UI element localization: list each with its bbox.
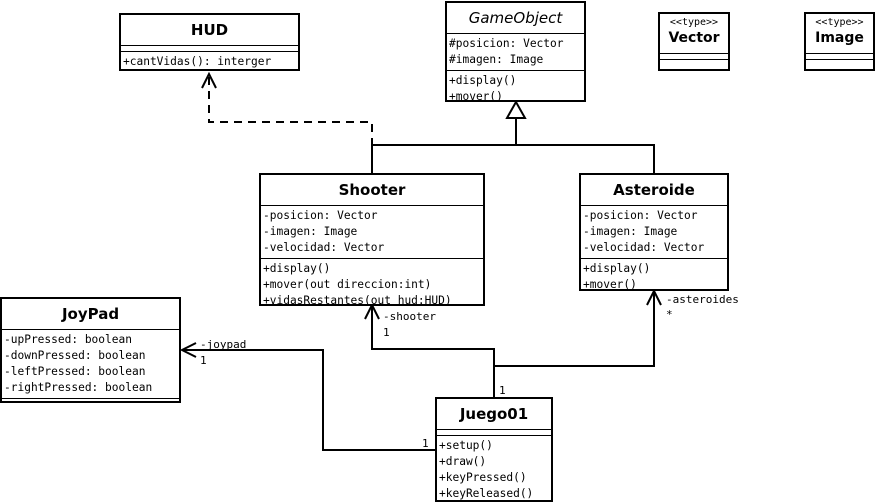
class-gameobject[interactable]: GameObject #posicion: Vector #imagen: Im… bbox=[445, 1, 586, 103]
class-name: HUD bbox=[190, 21, 229, 39]
stereotype: <<type>> bbox=[815, 17, 864, 28]
attribute: -rightPressed: boolean bbox=[4, 381, 153, 394]
class-vector[interactable]: <<type>> Vector bbox=[658, 12, 730, 71]
dependency-arrowhead bbox=[201, 71, 217, 89]
method: +display() bbox=[263, 262, 331, 275]
joypad-multiplicity: 1 bbox=[200, 354, 207, 367]
attribute: -posicion: Vector bbox=[263, 209, 378, 222]
juego-top-multiplicity: 1 bbox=[499, 384, 506, 397]
generalization-shooter bbox=[371, 144, 516, 174]
shooter-role-label: -shooter bbox=[383, 310, 436, 323]
method: +cantVidas(): interger bbox=[123, 55, 272, 68]
attribute-section bbox=[660, 53, 728, 59]
method-section bbox=[660, 59, 728, 65]
class-name: Image bbox=[815, 30, 864, 46]
attribute: -imagen: Image bbox=[263, 225, 358, 238]
association-juego-joypad bbox=[182, 349, 436, 451]
association-joypad-arrowhead bbox=[179, 342, 197, 358]
attribute: -downPressed: boolean bbox=[4, 349, 146, 362]
juego-left-multiplicity: 1 bbox=[422, 437, 429, 450]
attribute-section bbox=[437, 429, 551, 435]
attribute-section bbox=[806, 53, 873, 59]
attribute-section: -posicion: Vector -imagen: Image -veloci… bbox=[261, 205, 483, 258]
class-joypad[interactable]: JoyPad -upPressed: boolean -downPressed:… bbox=[0, 297, 181, 403]
method-section: +cantVidas(): interger bbox=[121, 51, 298, 72]
method: +mover() bbox=[449, 90, 503, 103]
class-name: Shooter bbox=[338, 181, 406, 199]
class-asteroide[interactable]: Asteroide -posicion: Vector -imagen: Ima… bbox=[579, 173, 729, 291]
asteroides-multiplicity: * bbox=[666, 308, 673, 321]
attribute: -posicion: Vector bbox=[583, 209, 698, 222]
shooter-multiplicity: 1 bbox=[383, 326, 390, 339]
method-section bbox=[806, 59, 873, 65]
method: +display() bbox=[583, 262, 651, 275]
attribute: -imagen: Image bbox=[583, 225, 678, 238]
generalization-triangle bbox=[505, 99, 527, 119]
method: +keyPressed() bbox=[439, 471, 527, 484]
attribute: -velocidad: Vector bbox=[583, 241, 705, 254]
attribute: #posicion: Vector bbox=[449, 37, 564, 50]
attribute-section bbox=[121, 45, 298, 51]
method: +mover(out direccion:int) bbox=[263, 278, 432, 291]
stereotype: <<type>> bbox=[669, 17, 719, 28]
method: +keyReleased() bbox=[439, 487, 534, 500]
attribute: -velocidad: Vector bbox=[263, 241, 385, 254]
method-section: +display() +mover() bbox=[447, 70, 584, 107]
class-name: GameObject bbox=[468, 9, 563, 27]
generalization-asteroide bbox=[515, 118, 655, 174]
class-name: Juego01 bbox=[459, 405, 529, 423]
method: +vidasRestantes(out hud:HUD) bbox=[263, 294, 452, 307]
association-juego-asteroide bbox=[494, 291, 655, 367]
dependency-shooter-hud bbox=[208, 77, 373, 174]
attribute-section: -upPressed: boolean -downPressed: boolea… bbox=[2, 329, 179, 398]
attribute-section: -posicion: Vector -imagen: Image -veloci… bbox=[581, 205, 727, 258]
class-juego01[interactable]: Juego01 +setup() +draw() +keyPressed() +… bbox=[435, 397, 553, 502]
method: +display() bbox=[449, 74, 517, 87]
class-image[interactable]: <<type>> Image bbox=[804, 12, 875, 71]
method-section: +display() +mover() bbox=[581, 258, 727, 295]
method-section: +setup() +draw() +keyPressed() +keyRelea… bbox=[437, 435, 551, 504]
attribute: #imagen: Image bbox=[449, 53, 544, 66]
class-name: Asteroide bbox=[613, 181, 695, 199]
attribute: -upPressed: boolean bbox=[4, 333, 132, 346]
attribute: -leftPressed: boolean bbox=[4, 365, 146, 378]
method-section: +display() +mover(out direccion:int) +vi… bbox=[261, 258, 483, 311]
class-hud[interactable]: HUD +cantVidas(): interger bbox=[119, 13, 300, 71]
joypad-role-label: -joypad bbox=[200, 338, 246, 351]
class-name: Vector bbox=[668, 30, 720, 46]
method: +setup() bbox=[439, 439, 493, 452]
association-asteroide-arrowhead bbox=[646, 288, 662, 306]
class-shooter[interactable]: Shooter -posicion: Vector -imagen: Image… bbox=[259, 173, 485, 307]
association-juego-shooter bbox=[371, 305, 495, 398]
class-name: JoyPad bbox=[61, 305, 120, 323]
method: +draw() bbox=[439, 455, 487, 468]
method-section bbox=[2, 398, 179, 404]
attribute-section: #posicion: Vector #imagen: Image bbox=[447, 33, 584, 70]
method: +mover() bbox=[583, 278, 637, 291]
asteroides-role-label: -asteroides bbox=[666, 293, 739, 306]
